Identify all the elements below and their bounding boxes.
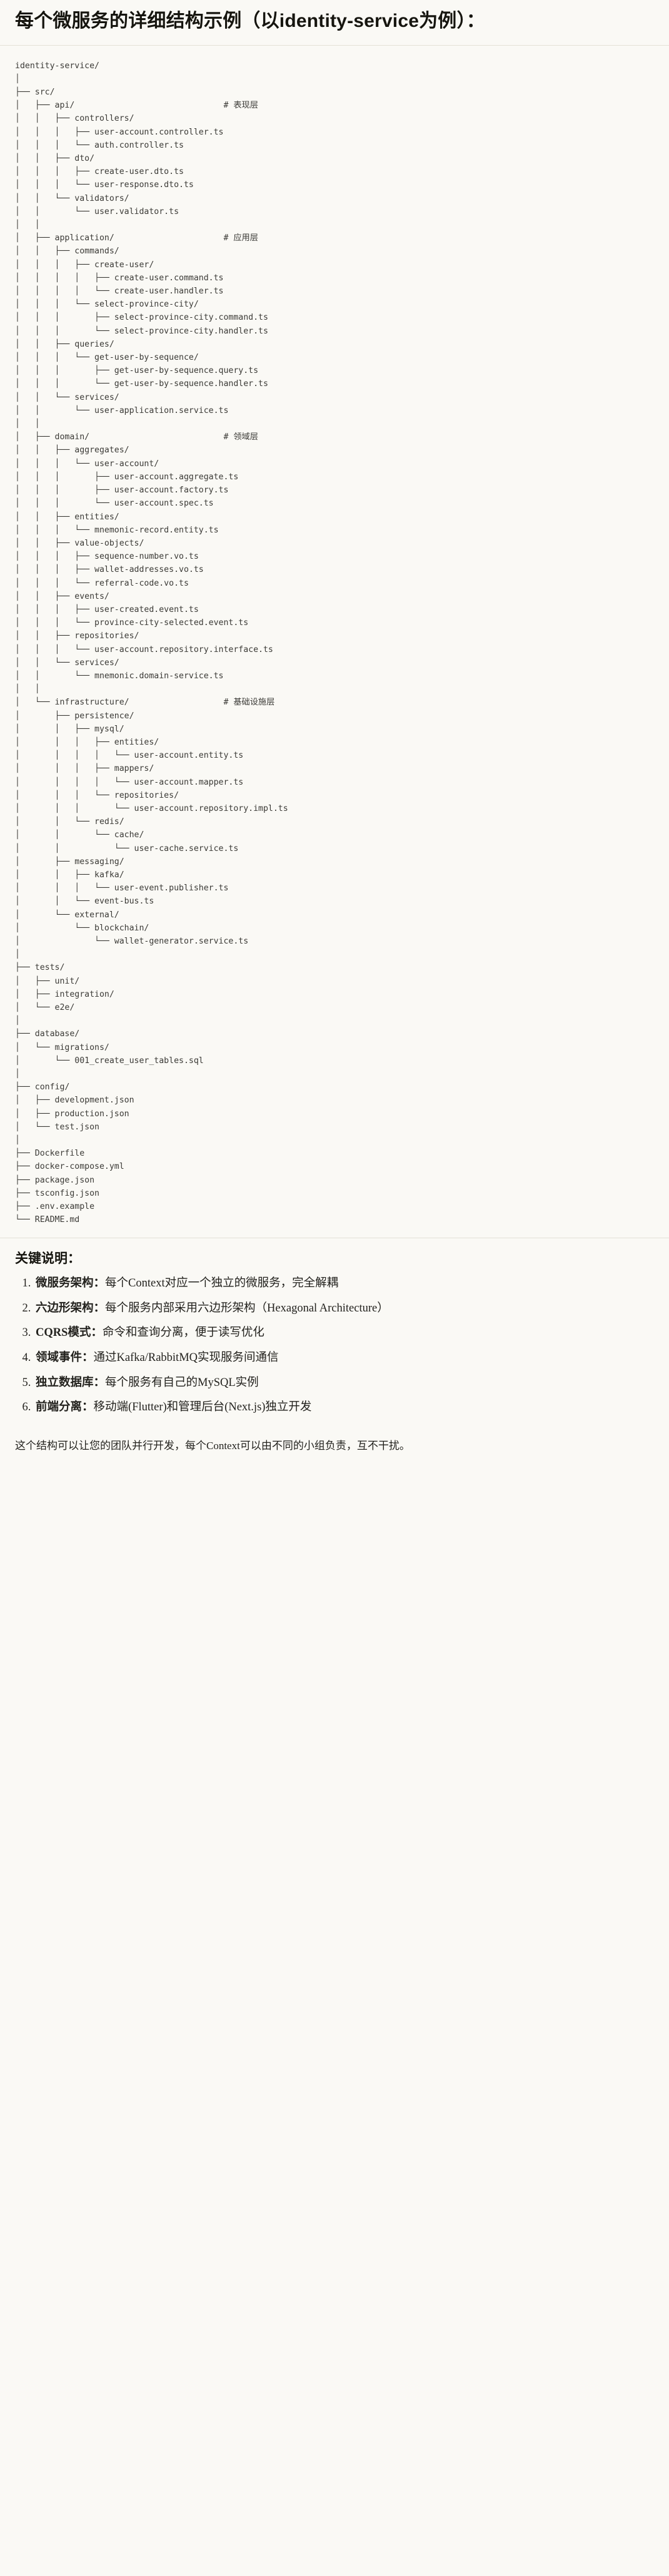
keypoint-separator: ： bbox=[93, 1276, 106, 1290]
keypoints-list: 微服务架构：每个Context对应一个独立的微服务，完全解耦 六边形架构：每个服… bbox=[15, 1275, 654, 1417]
keypoints-section: 关键说明： 微服务架构：每个Context对应一个独立的微服务，完全解耦 六边形… bbox=[0, 1238, 669, 1429]
list-item: 领域事件：通过Kafka/RabbitMQ实现服务间通信 bbox=[34, 1349, 654, 1367]
keypoint-separator: ： bbox=[93, 1376, 106, 1389]
keypoint-term: CQRS模式 bbox=[36, 1326, 91, 1340]
title-divider bbox=[0, 44, 669, 46]
keypoints-heading: 关键说明： bbox=[15, 1251, 81, 1266]
keypoint-term: 领域事件 bbox=[36, 1351, 83, 1364]
keypoint-description: 移动端(Flutter)和管理后台(Next.js)独立开发 bbox=[93, 1401, 312, 1414]
keypoint-separator: ： bbox=[93, 1301, 106, 1315]
list-item: CQRS模式：命令和查询分离，便于读写优化 bbox=[34, 1324, 654, 1342]
keypoint-separator: ： bbox=[82, 1401, 94, 1414]
keypoint-description: 通过Kafka/RabbitMQ实现服务间通信 bbox=[93, 1351, 279, 1364]
keypoint-description: 命令和查询分离，便于读写优化 bbox=[102, 1326, 264, 1340]
keypoint-term: 微服务架构 bbox=[36, 1276, 94, 1290]
keypoint-term: 六边形架构 bbox=[36, 1301, 94, 1315]
document-page: 每个微服务的详细结构示例（以identity-service为例）： ident… bbox=[0, 0, 669, 1470]
keypoint-term: 独立数据库 bbox=[36, 1376, 94, 1389]
page-title: 每个微服务的详细结构示例（以identity-service为例）： bbox=[15, 11, 485, 31]
list-item: 六边形架构：每个服务内部采用六边形架构（Hexagonal Architectu… bbox=[34, 1300, 654, 1318]
keypoint-separator: ： bbox=[91, 1326, 103, 1340]
directory-tree-block: identity-service/ │ ├── src/ │ ├── api/ … bbox=[0, 45, 669, 1238]
keypoint-description: 每个服务内部采用六边形架构（Hexagonal Architecture） bbox=[105, 1301, 389, 1315]
keypoint-term: 前端分离 bbox=[36, 1401, 83, 1414]
keypoints-footer: 这个结构可以让您的团队并行开发，每个Context可以由不同的小组负责，互不干扰… bbox=[15, 1439, 410, 1452]
list-item: 微服务架构：每个Context对应一个独立的微服务，完全解耦 bbox=[34, 1275, 654, 1293]
keypoint-separator: ： bbox=[82, 1351, 94, 1364]
keypoint-description: 每个服务有自己的MySQL实例 bbox=[105, 1376, 259, 1389]
directory-tree: identity-service/ │ ├── src/ │ ├── api/ … bbox=[15, 61, 288, 1225]
list-item: 独立数据库：每个服务有自己的MySQL实例 bbox=[34, 1374, 654, 1392]
keypoint-description: 每个Context对应一个独立的微服务，完全解耦 bbox=[105, 1276, 339, 1290]
list-item: 前端分离：移动端(Flutter)和管理后台(Next.js)独立开发 bbox=[34, 1398, 654, 1417]
